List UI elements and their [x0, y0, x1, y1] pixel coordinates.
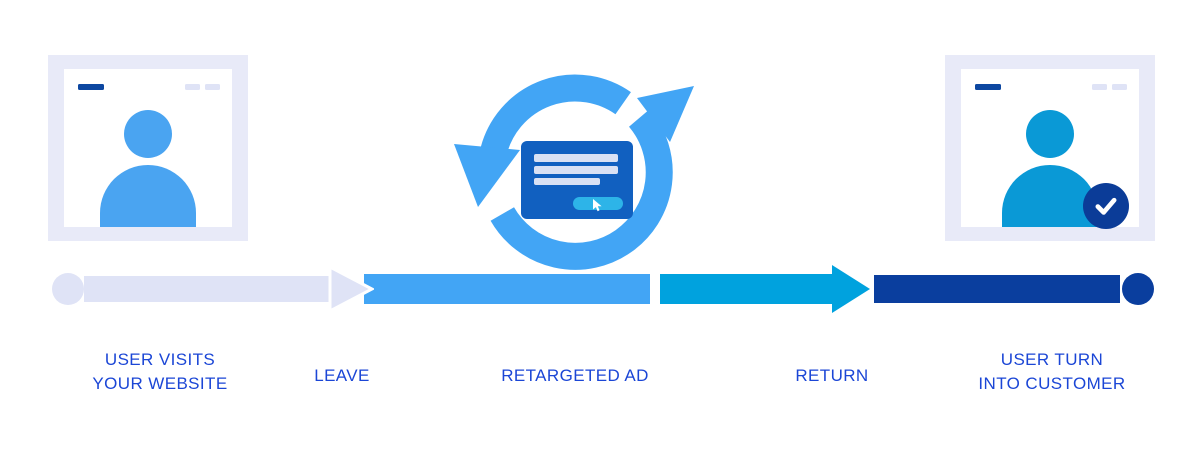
step-label-visit-line1: USER VISITS	[104, 350, 216, 369]
ad-text-line	[534, 166, 618, 174]
check-badge	[1083, 183, 1129, 229]
browser-window-visitor	[48, 55, 248, 241]
step-label-customer-line1: USER TURN	[1000, 350, 1104, 369]
user-head-shape	[1026, 110, 1074, 158]
user-icon	[64, 69, 232, 227]
customer-bar	[874, 275, 1120, 303]
step-label-customer-line2: INTO CUSTOMER	[978, 373, 1126, 393]
check-icon	[1095, 197, 1117, 215]
step-label-visit-line2: YOUR WEBSITE	[92, 373, 228, 393]
ad-text-line	[534, 154, 618, 162]
cycle-arrows-icon	[454, 74, 694, 270]
user-icon	[961, 69, 1139, 227]
leave-arrow-bar	[84, 276, 334, 302]
retarget-bar	[364, 274, 650, 304]
window-dash-icon	[1092, 84, 1107, 90]
menu-dash-icon	[78, 84, 104, 90]
user-body-shape	[1002, 165, 1098, 227]
window-dash-icon	[185, 84, 200, 90]
return-arrow-bar	[660, 274, 834, 304]
return-arrowhead-icon	[832, 265, 870, 313]
step-label-leave: LEAVE	[314, 366, 370, 385]
step-label-return: RETURN	[795, 366, 869, 385]
window-dash-icon	[205, 84, 220, 90]
ad-card	[521, 141, 633, 219]
window-dash-icon	[1112, 84, 1127, 90]
ad-text-line	[534, 178, 600, 185]
step-label-customer: USER TURN INTO CUSTOMER	[948, 348, 1156, 396]
leave-arrowhead-icon	[328, 264, 374, 314]
step-label-retargeted-ad: RETARGETED AD	[501, 366, 649, 385]
timeline-end-dot	[1122, 273, 1154, 305]
step-label-visit: USER VISITS YOUR WEBSITE	[56, 348, 264, 396]
ad-cta-button	[573, 197, 623, 212]
timeline-start-dot	[52, 273, 84, 305]
cycle-arrowhead-left	[454, 144, 520, 207]
cycle-arrowhead-top	[637, 86, 694, 142]
user-head-shape	[124, 110, 172, 158]
user-body-shape	[100, 165, 196, 227]
browser-screen	[64, 69, 232, 227]
browser-window-customer	[945, 55, 1155, 241]
browser-screen	[961, 69, 1139, 229]
cursor-pointer-icon	[593, 199, 602, 212]
menu-dash-icon	[975, 84, 1001, 90]
